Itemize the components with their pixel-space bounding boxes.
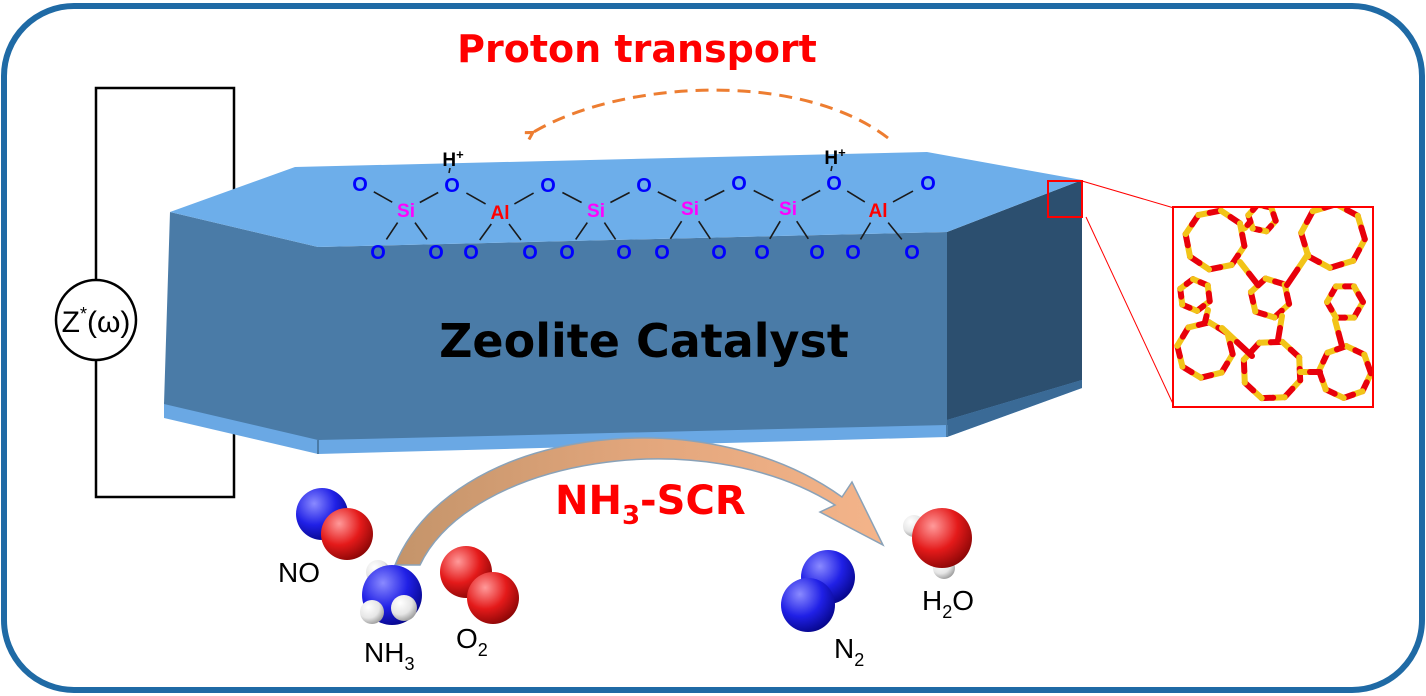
chain-bond bbox=[753, 189, 774, 202]
oxygen-atom: O bbox=[636, 175, 652, 197]
chain-bond bbox=[704, 189, 725, 202]
chain-bond bbox=[887, 222, 903, 240]
oxygen-atom: O bbox=[352, 174, 368, 196]
chain-bond bbox=[466, 192, 486, 205]
chain-bond bbox=[657, 191, 677, 202]
oxygen-atom: O bbox=[370, 242, 386, 264]
framework-bond bbox=[1227, 340, 1236, 358]
chain-bond bbox=[373, 191, 393, 203]
chain-bond bbox=[414, 222, 428, 240]
zoom-source-box bbox=[1047, 180, 1083, 218]
proton-h: H+ bbox=[442, 147, 464, 171]
chain-bond bbox=[698, 220, 711, 240]
proton-h: H+ bbox=[824, 145, 846, 169]
aluminum-atom: Al bbox=[491, 203, 510, 224]
framework-bond bbox=[1335, 330, 1345, 349]
chain-bond bbox=[669, 220, 683, 240]
chain-bond bbox=[859, 222, 872, 240]
oxygen-atom: O bbox=[616, 242, 632, 264]
framework-bond bbox=[1219, 325, 1240, 345]
silicon-atom: Si bbox=[681, 199, 699, 220]
h2o-label: H2O bbox=[922, 585, 974, 622]
oxygen-atom: O bbox=[731, 173, 747, 195]
framework-bond bbox=[1244, 219, 1253, 228]
chain-bond bbox=[830, 165, 833, 172]
oxygen-atom: O bbox=[444, 175, 460, 197]
framework-bond bbox=[1246, 270, 1261, 288]
slab-bottom-rim-side bbox=[947, 380, 1082, 437]
aluminum-atom: Al bbox=[869, 201, 888, 222]
framework-bond bbox=[1294, 251, 1311, 273]
oxygen-atom: O bbox=[826, 173, 842, 195]
oxygen-atom: O bbox=[540, 175, 556, 197]
oxygen-atom: O bbox=[904, 242, 920, 264]
chain-bond bbox=[508, 223, 522, 241]
framework-bond bbox=[1358, 224, 1368, 243]
scr-reaction-arrow bbox=[393, 437, 885, 566]
oxygen-atom: O bbox=[463, 242, 479, 264]
framework-bond bbox=[1283, 291, 1293, 307]
chain-bond bbox=[448, 167, 451, 174]
framework-bond bbox=[1364, 360, 1372, 377]
chain-bond bbox=[562, 191, 582, 204]
framework-bond bbox=[1355, 291, 1366, 305]
no-label: NO bbox=[278, 557, 320, 588]
chain-bond bbox=[385, 222, 399, 240]
n2-label: N2 bbox=[834, 633, 864, 670]
framework-bond bbox=[1284, 266, 1301, 288]
molecule-o2: O2 bbox=[440, 546, 519, 660]
chain-bond bbox=[769, 220, 781, 240]
chain-bond bbox=[801, 189, 821, 202]
chain-bond bbox=[575, 222, 588, 240]
oxygen-atom: O bbox=[522, 242, 538, 264]
catalyst-label: Zeolite Catalyst bbox=[439, 314, 849, 368]
framework-bond bbox=[1234, 339, 1255, 359]
reaction-label: NH3-SCR bbox=[555, 478, 746, 531]
o2-label: O2 bbox=[456, 623, 488, 660]
slab-side-face bbox=[947, 180, 1082, 425]
impedance-meter bbox=[54, 278, 138, 362]
molecule-n2: N2 bbox=[781, 550, 864, 670]
chain-bond bbox=[846, 190, 866, 203]
chain-bond bbox=[796, 220, 809, 240]
framework-bond bbox=[1270, 211, 1279, 224]
oxygen-atom: O bbox=[845, 242, 861, 264]
silicon-atom: Si bbox=[397, 201, 415, 222]
oxygen-atom: O bbox=[654, 242, 670, 264]
framework-bond bbox=[1202, 313, 1210, 325]
chain-bond bbox=[514, 192, 534, 205]
molecule-h2o: H2O bbox=[903, 508, 974, 622]
oxygen-atom: O bbox=[809, 242, 825, 264]
chain-bond bbox=[419, 191, 439, 204]
impedance-label: Z*(ω) bbox=[62, 304, 131, 339]
framework-bond bbox=[1205, 290, 1213, 305]
molecule-nh3: NH3 bbox=[360, 560, 422, 674]
oxygen-atom: O bbox=[711, 242, 727, 264]
molecule-no: NO bbox=[278, 488, 373, 588]
impedance-circuit: Z*(ω) bbox=[54, 86, 236, 499]
oxygen-atom: O bbox=[754, 242, 770, 264]
chain-bond bbox=[479, 223, 492, 241]
framework-bond bbox=[1239, 231, 1248, 249]
silicon-atom: Si bbox=[779, 199, 797, 220]
oxygen-atom: O bbox=[920, 173, 936, 195]
framework-bond bbox=[1249, 208, 1259, 213]
framework-inset bbox=[1172, 206, 1374, 408]
oxygen-atom: O bbox=[428, 242, 444, 264]
chain-bond bbox=[892, 190, 914, 203]
proton-transport-arrow bbox=[532, 88, 889, 138]
zeolite-slab: Zeolite Catalyst bbox=[164, 152, 1082, 454]
title: Proton transport bbox=[457, 27, 817, 71]
framework-bond bbox=[1275, 325, 1283, 343]
slab-front-face bbox=[164, 212, 947, 440]
nh3-label: NH3 bbox=[364, 637, 414, 674]
chain-bond bbox=[603, 222, 617, 240]
silicon-atom: Si bbox=[587, 201, 605, 222]
oxygen-atom: O bbox=[559, 242, 575, 264]
chain-bond bbox=[610, 191, 630, 204]
